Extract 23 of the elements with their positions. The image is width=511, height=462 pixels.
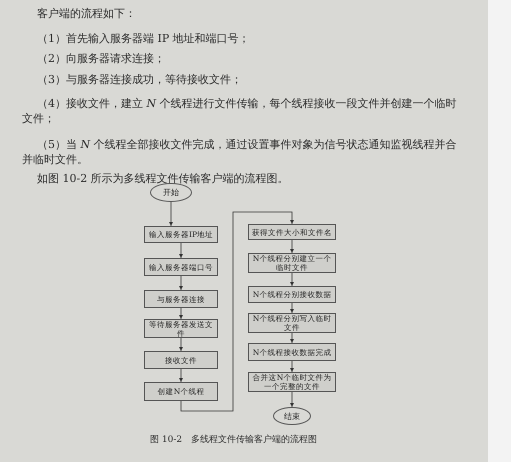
arrow [290,392,294,408]
arrow [179,338,183,352]
arrow [290,332,294,344]
paragraph: 客户端的流程如下： [37,6,137,21]
paragraph: （1）首先输入服务器端 IP 地址和端口号； [37,31,251,46]
paragraph: （2）向服务器请求连接； [37,51,166,66]
arrow [179,308,183,320]
arrow [290,272,294,286]
terminal-oval: 结束 [273,407,311,425]
arrow [180,212,294,412]
terminal-oval: 开始 [150,183,192,202]
paragraph: （3）与服务器连接成功，等待接收文件； [37,72,243,87]
paragraph: 如图 10-2 所示为多线程文件传输客户端的流程图。 [37,171,290,186]
figure-caption: 图 10-2 多线程文件传输客户端的流程图 [150,434,318,447]
arrow [290,240,294,254]
paragraph: （4）接收文件，建立 N 个线程进行文件传输，每个线程接收一段文件并创建一个临时文件； [22,96,457,126]
arrow [179,276,183,290]
arrow [179,368,183,382]
arrow [169,202,173,226]
arrow [290,302,294,314]
arrow [179,242,183,258]
paragraph: （5）当 N 个线程全部接收文件完成，通过设置事件对象为信号状态通知监视线程并合并临时文件。 [22,137,457,167]
arrow [290,360,294,372]
